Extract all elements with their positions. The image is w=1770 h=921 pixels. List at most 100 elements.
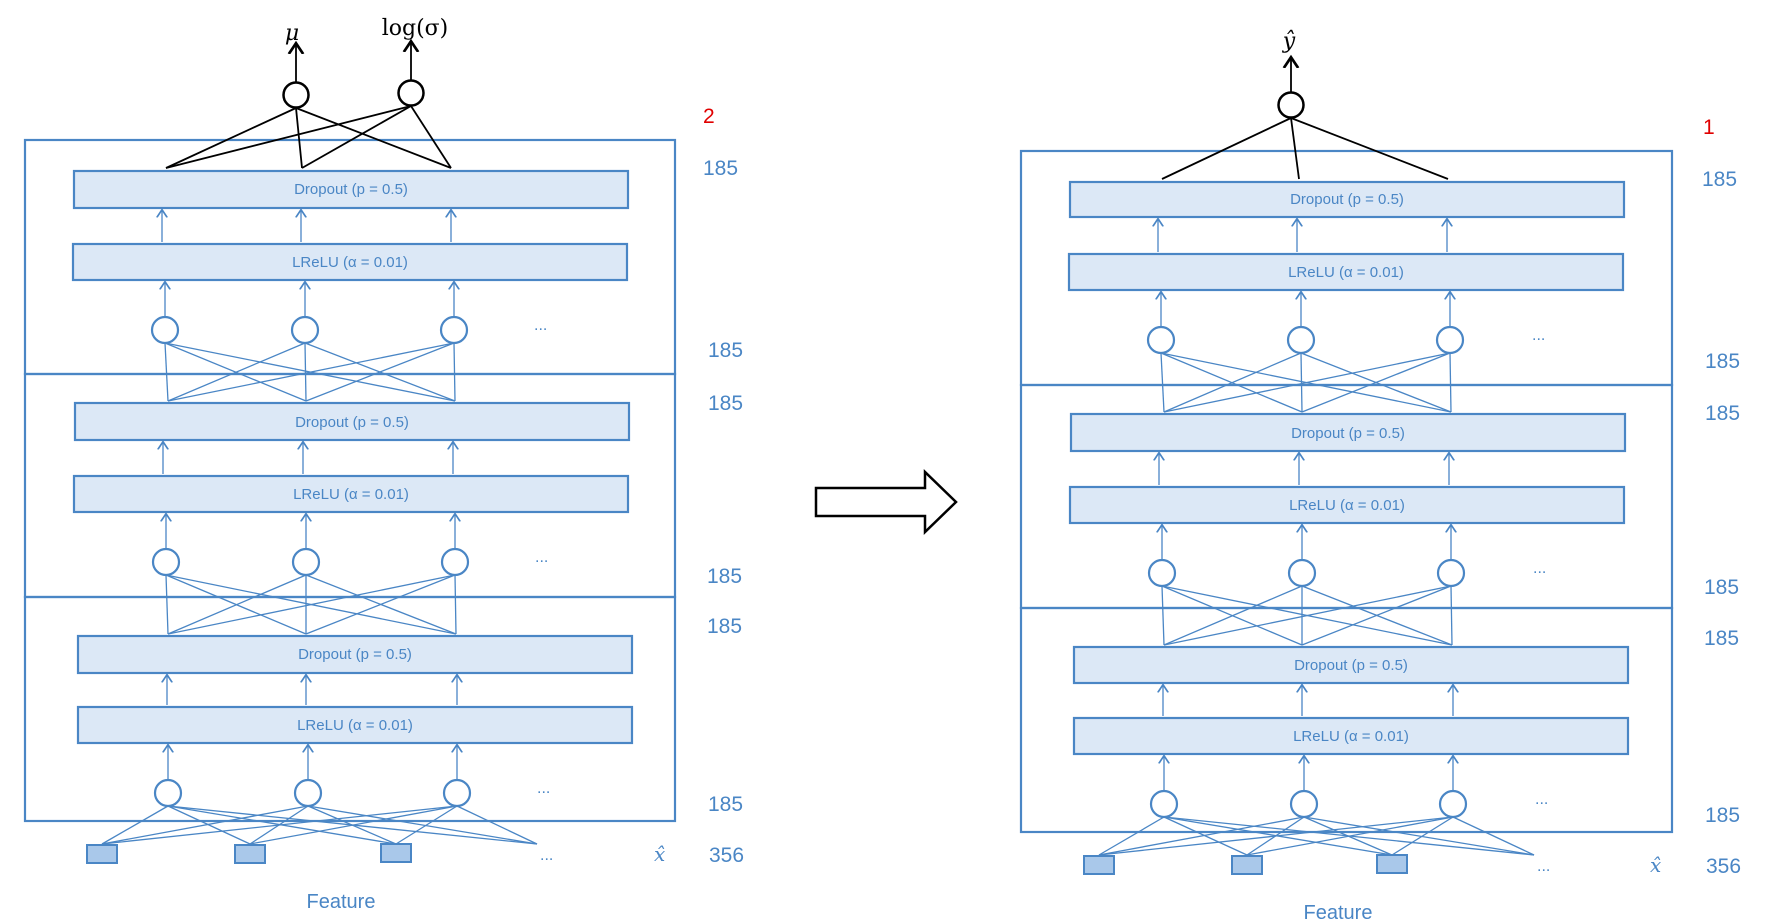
left-connections-3-2 [165, 574, 457, 635]
right-input-feature [1376, 854, 1408, 874]
left-block-1: Dropout (p = 0.5) LReLU (α = 0.01) ... 1… [71, 157, 743, 362]
right-dim-bottom-2: 185 [1704, 576, 1739, 599]
left-block-2: Dropout (p = 0.5) LReLU (α = 0.01) ... 1… [72, 392, 743, 588]
right-connections-2-1 [1160, 352, 1452, 413]
right-network: ŷ 1 Dropout (p = 0.5) LReLU (α = 0.01) .… [1019, 29, 1741, 921]
left-dim-top-2: 185 [708, 392, 743, 415]
right-neuron [1435, 325, 1465, 355]
right-input-feature [1231, 855, 1263, 875]
left-neuron [439, 315, 469, 345]
left-input-feature [234, 844, 266, 864]
right-dropout-label-3: Dropout (p = 0.5) [1294, 657, 1408, 674]
right-input-symbol: x̂ [1650, 853, 1661, 877]
left-dropout-label-2: Dropout (p = 0.5) [295, 414, 409, 431]
left-input-symbol: x̂ [654, 842, 665, 866]
right-dropout-box-3 [1072, 645, 1630, 685]
left-network: μ log(σ) 2 Dropout (p = 0.5) LReLU (α = … [23, 16, 744, 913]
right-lrelu-box-1 [1067, 252, 1625, 292]
right-neuron [1146, 325, 1176, 355]
left-mu-label: μ [285, 21, 299, 46]
left-output-layer [165, 43, 452, 169]
left-ellipsis: ... [534, 317, 547, 334]
left-input-ellipsis: ... [540, 847, 553, 864]
left-lrelu-box-3 [76, 705, 634, 745]
right-neuron [1149, 789, 1179, 819]
left-neuron [293, 778, 323, 808]
right-input-dim: 356 [1706, 855, 1741, 878]
left-dim-top-3: 185 [707, 615, 742, 638]
right-dim-top-1: 185 [1702, 168, 1737, 191]
left-dropout-box-2 [73, 401, 631, 442]
right-ellipsis: ... [1533, 560, 1546, 577]
right-neuron [1287, 558, 1317, 588]
left-lrelu-box-1 [71, 242, 629, 282]
right-neuron [1286, 325, 1316, 355]
right-y-hat-node [1277, 91, 1305, 119]
left-dropout-box-3 [76, 634, 634, 675]
left-output-count: 2 [703, 105, 715, 128]
left-dropout-label-1: Dropout (p = 0.5) [294, 181, 408, 198]
right-y-hat-label: ŷ [1282, 29, 1296, 54]
right-input-ellipsis: ... [1537, 858, 1550, 875]
right-neuron [1289, 789, 1319, 819]
right-connections-3-2 [1161, 585, 1453, 646]
left-ellipsis: ... [537, 780, 550, 797]
left-neuron [440, 547, 470, 577]
right-dim-bottom-3: 185 [1705, 804, 1740, 827]
left-ellipsis: ... [535, 549, 548, 566]
right-lrelu-box-3 [1072, 716, 1630, 756]
right-neuron [1436, 558, 1466, 588]
left-lrelu-label-2: LReLU (α = 0.01) [293, 486, 409, 503]
left-input-feature [86, 844, 118, 864]
left-log-sigma-node [397, 79, 425, 107]
left-input-connections [101, 805, 538, 845]
left-dim-bottom-2: 185 [707, 565, 742, 588]
left-log-sigma-label: log(σ) [382, 16, 449, 41]
right-neuron [1147, 558, 1177, 588]
left-feature-label: Feature [307, 891, 376, 913]
left-neuron [442, 778, 472, 808]
right-lrelu-box-2 [1068, 485, 1626, 525]
left-input-dim: 356 [709, 844, 744, 867]
transition-arrow [814, 469, 958, 535]
left-input-feature [380, 843, 412, 863]
right-dim-top-2: 185 [1705, 402, 1740, 425]
right-ellipsis: ... [1535, 791, 1548, 808]
right-ellipsis: ... [1532, 327, 1545, 344]
left-lrelu-label-3: LReLU (α = 0.01) [297, 717, 413, 734]
left-dim-bottom-1: 185 [708, 339, 743, 362]
left-neuron [291, 547, 321, 577]
left-neuron [150, 315, 180, 345]
right-dropout-box-1 [1068, 180, 1626, 219]
left-neuron [151, 547, 181, 577]
right-lrelu-label-2: LReLU (α = 0.01) [1289, 497, 1405, 514]
left-dim-bottom-3: 185 [708, 793, 743, 816]
right-lrelu-label-1: LReLU (α = 0.01) [1288, 264, 1404, 281]
right-input-feature [1083, 855, 1115, 875]
right-neuron [1438, 789, 1468, 819]
right-output-layer [1161, 59, 1449, 180]
right-dim-top-3: 185 [1704, 627, 1739, 650]
right-dropout-label-1: Dropout (p = 0.5) [1290, 191, 1404, 208]
right-block-1: Dropout (p = 0.5) LReLU (α = 0.01) ... 1… [1067, 168, 1740, 373]
right-block-3: Dropout (p = 0.5) LReLU (α = 0.01) ... 1… [1072, 627, 1740, 827]
left-dropout-label-3: Dropout (p = 0.5) [298, 646, 412, 663]
right-block-2: Dropout (p = 0.5) LReLU (α = 0.01) ... 1… [1068, 402, 1740, 599]
left-mu-node [282, 81, 310, 109]
right-feature-label: Feature [1304, 902, 1373, 921]
right-output-count: 1 [1703, 116, 1715, 139]
right-input-connections [1098, 816, 1535, 856]
right-lrelu-label-3: LReLU (α = 0.01) [1293, 728, 1409, 745]
right-dropout-box-2 [1069, 412, 1627, 453]
left-lrelu-box-2 [72, 474, 630, 514]
left-connections-2-1 [164, 342, 456, 402]
left-dropout-box-1 [72, 169, 630, 210]
right-dropout-label-2: Dropout (p = 0.5) [1291, 425, 1405, 442]
left-lrelu-label-1: LReLU (α = 0.01) [292, 254, 408, 271]
right-dim-bottom-1: 185 [1705, 350, 1740, 373]
left-block-3: Dropout (p = 0.5) LReLU (α = 0.01) ... 1… [76, 615, 743, 816]
left-dim-top-1: 185 [703, 157, 738, 180]
left-neuron [153, 778, 183, 808]
left-neuron [290, 315, 320, 345]
